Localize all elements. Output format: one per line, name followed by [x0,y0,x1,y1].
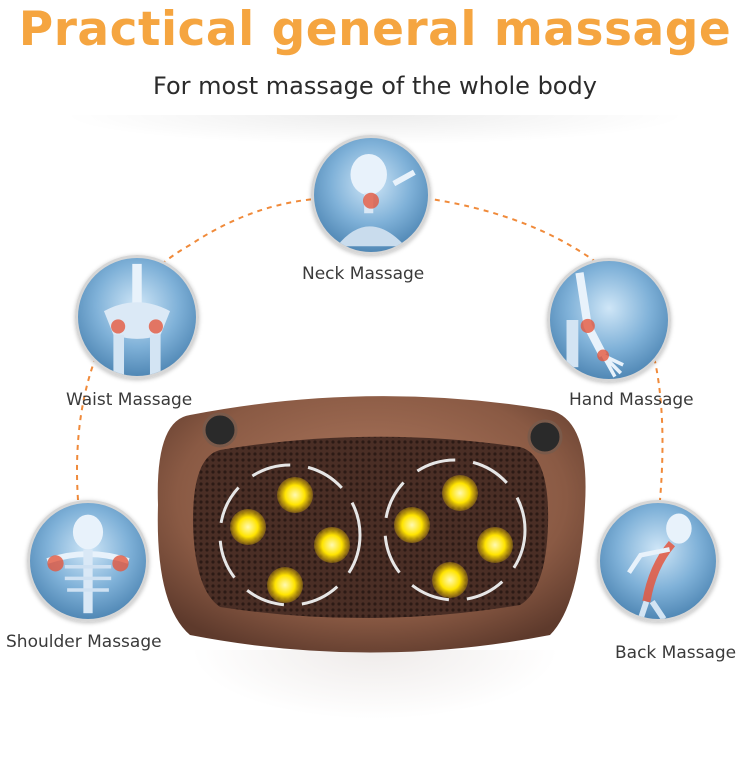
back-illustration [597,500,719,622]
neck-massage-label: Neck Massage [302,264,425,284]
page-title: Practical general massage [18,2,732,57]
back-massage-label: Back Massage [615,643,737,663]
hand-illustration [547,258,671,382]
pillow-reflection [190,650,560,720]
page-subtitle: For most massage of the whole body [153,72,597,100]
shoulder-illustration [27,500,149,622]
neck-illustration [311,135,431,255]
massage-pillow [157,396,586,653]
shoulder-massage-label: Shoulder Massage [6,632,162,652]
hand-massage-label: Hand Massage [569,390,694,410]
waist-massage-label: Waist Massage [66,390,193,410]
waist-illustration [75,255,199,379]
